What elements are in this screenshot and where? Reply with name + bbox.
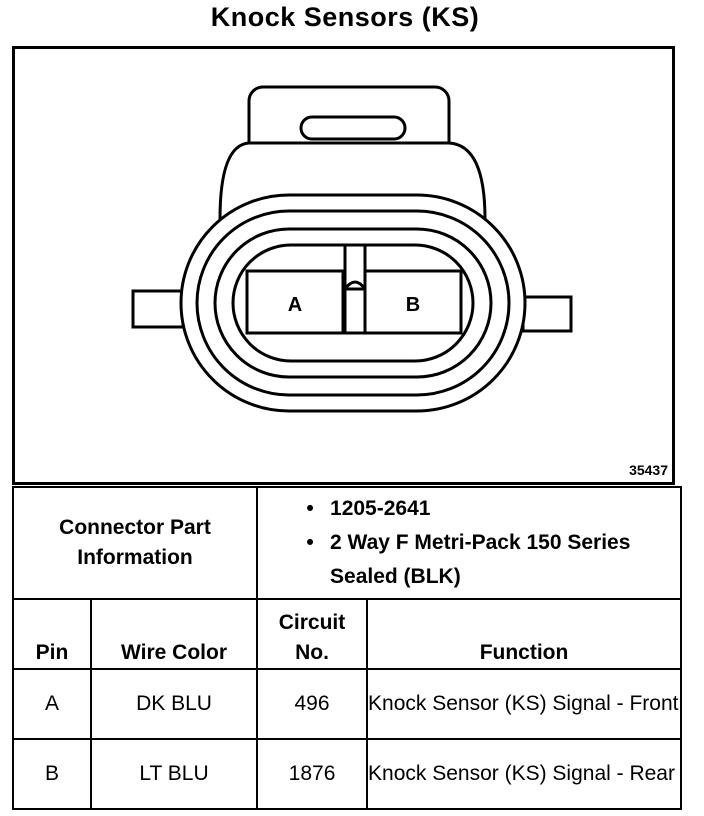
center-key-base [343,287,367,335]
wire-color-cell: LT BLU [89,738,259,810]
header-circuit-label: Circuit No. [278,611,346,664]
bullet-dot-icon: • [306,531,314,554]
function-cell: Knock Sensor (KS) Signal - Front [366,668,683,740]
header-circuit: Circuit No. [256,598,369,670]
pin-table-header: Pin Wire Color Circuit No. Function [12,598,683,670]
circuit-cell: 1876 [256,738,369,810]
connector-description: 2 Way F Metri-Pack 150 Series Sealed (BL… [330,531,631,588]
part-number: 1205-2641 [330,497,431,520]
pin-cell: B [12,738,92,810]
left-ear [131,289,185,329]
function-cell: Knock Sensor (KS) Signal - Rear [366,738,683,810]
circuit-cell: 496 [256,668,369,740]
bullet-item: • 2 Way F Metri-Pack 150 Series Sealed (… [258,526,680,594]
connector-info-row: Connector Part Information • 1205-2641 •… [11,486,683,600]
cavity-b [363,269,463,335]
center-key [343,243,367,294]
pin-cell: A [12,668,92,740]
table-row: A DK BLU 496 Knock Sensor (KS) Signal - … [12,668,683,740]
figure-number: 35437 [629,462,668,478]
connector-info-label: Connector Part Information [11,486,259,600]
header-wire-color: Wire Color [89,598,259,670]
wire-color-cell: DK BLU [89,668,259,740]
latch-slot [299,115,407,141]
bullet-item: • 1205-2641 [258,492,680,526]
page-title: Knock Sensors (KS) [210,2,480,32]
header-function: Function [366,598,683,670]
cavity-a [245,269,345,335]
pin-b-label: B [406,294,420,316]
connector-info-bullets: • 1205-2641 • 2 Way F Metri-Pack 150 Ser… [256,486,683,600]
connector-diagram: A B 35437 [12,46,675,485]
pin-a-label: A [288,294,302,316]
table-row: B LT BLU 1876 Knock Sensor (KS) Signal -… [12,738,683,810]
header-pin: Pin [12,598,92,670]
right-ear [521,295,573,333]
bullet-dot-icon: • [306,497,314,520]
connector-table: Connector Part Information • 1205-2641 •… [11,486,683,810]
connector-drawing: A B [131,85,573,413]
